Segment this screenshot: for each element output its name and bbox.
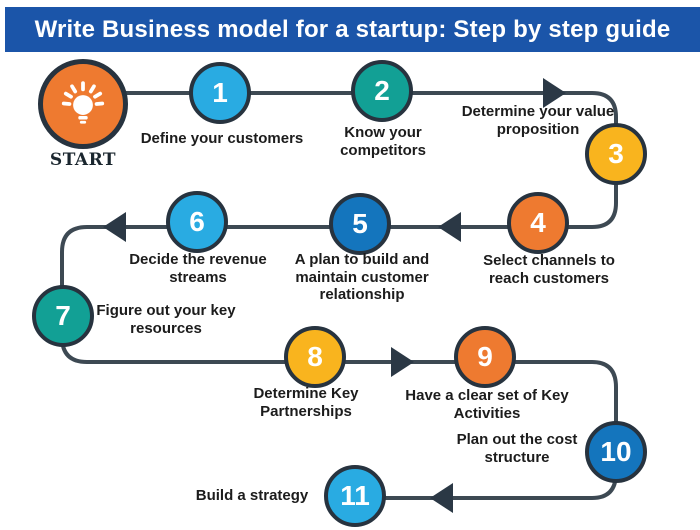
step-3-circle: 3 <box>585 123 647 185</box>
step-7-number: 7 <box>55 300 71 331</box>
title-banner: Write Business model for a startup: Step… <box>5 7 700 52</box>
start-label: START <box>49 150 117 170</box>
lightbulb-icon <box>61 81 105 124</box>
step-7-circle: 7 <box>32 285 94 347</box>
step-5-circle: 5 <box>329 193 391 255</box>
start-node <box>38 59 128 149</box>
page-title: Write Business model for a startup: Step… <box>34 15 671 43</box>
step-11-number: 11 <box>340 480 370 511</box>
step-6-number: 6 <box>189 206 205 237</box>
arrow-left-icon <box>430 483 453 513</box>
step-8-label: Determine Key Partnerships <box>253 385 359 420</box>
step-1-number: 1 <box>212 77 228 108</box>
step-4-label: Select channels to reach customers <box>483 252 615 287</box>
step-4-number: 4 <box>530 207 546 238</box>
step-10-number: 10 <box>600 436 632 467</box>
step-5-number: 5 <box>352 208 368 239</box>
step-2-number: 2 <box>374 75 390 106</box>
arrow-left-icon <box>103 212 126 242</box>
step-9-label: Have a clear set of Key Activities <box>405 387 569 422</box>
step-1-circle: 1 <box>189 62 251 124</box>
step-4-circle: 4 <box>507 192 569 254</box>
step-10-label: Plan out the cost structure <box>456 431 578 466</box>
step-9-circle: 9 <box>454 326 516 388</box>
step-8-circle: 8 <box>284 326 346 388</box>
step-2-circle: 2 <box>351 60 413 122</box>
step-6-circle: 6 <box>166 191 228 253</box>
step-8-number: 8 <box>307 341 323 372</box>
arrow-left-icon <box>438 212 461 242</box>
step-10-circle: 10 <box>585 421 647 483</box>
step-11-circle: 11 <box>324 465 386 527</box>
step-7-label: Figure out your key resources <box>96 302 236 337</box>
step-1-label: Define your customers <box>140 130 304 147</box>
step-3-label: Determine your value proposition <box>461 103 615 138</box>
step-11-label: Build a strategy <box>195 487 309 504</box>
arrow-right-icon <box>543 78 566 108</box>
arrow-right-icon <box>391 347 414 377</box>
step-2-label: Know your competitors <box>340 124 426 159</box>
step-6-label: Decide the revenue streams <box>129 251 267 286</box>
step-9-number: 9 <box>477 341 493 372</box>
step-3-number: 3 <box>608 138 624 169</box>
step-5-label: A plan to build and maintain customer re… <box>294 251 430 304</box>
